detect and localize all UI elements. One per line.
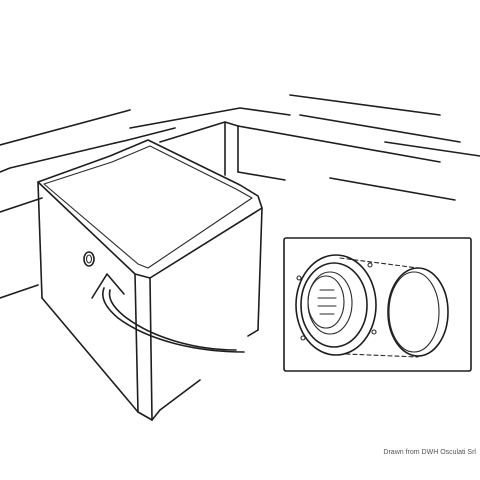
storage-box-illustration-icon bbox=[37, 139, 263, 421]
curved-arrow-icon bbox=[91, 273, 245, 353]
credit-text: Drawn from DWH Osculati Srl bbox=[383, 449, 476, 456]
boat-interior-lines bbox=[0, 94, 480, 299]
inspection-port-detail-icon bbox=[283, 237, 472, 372]
